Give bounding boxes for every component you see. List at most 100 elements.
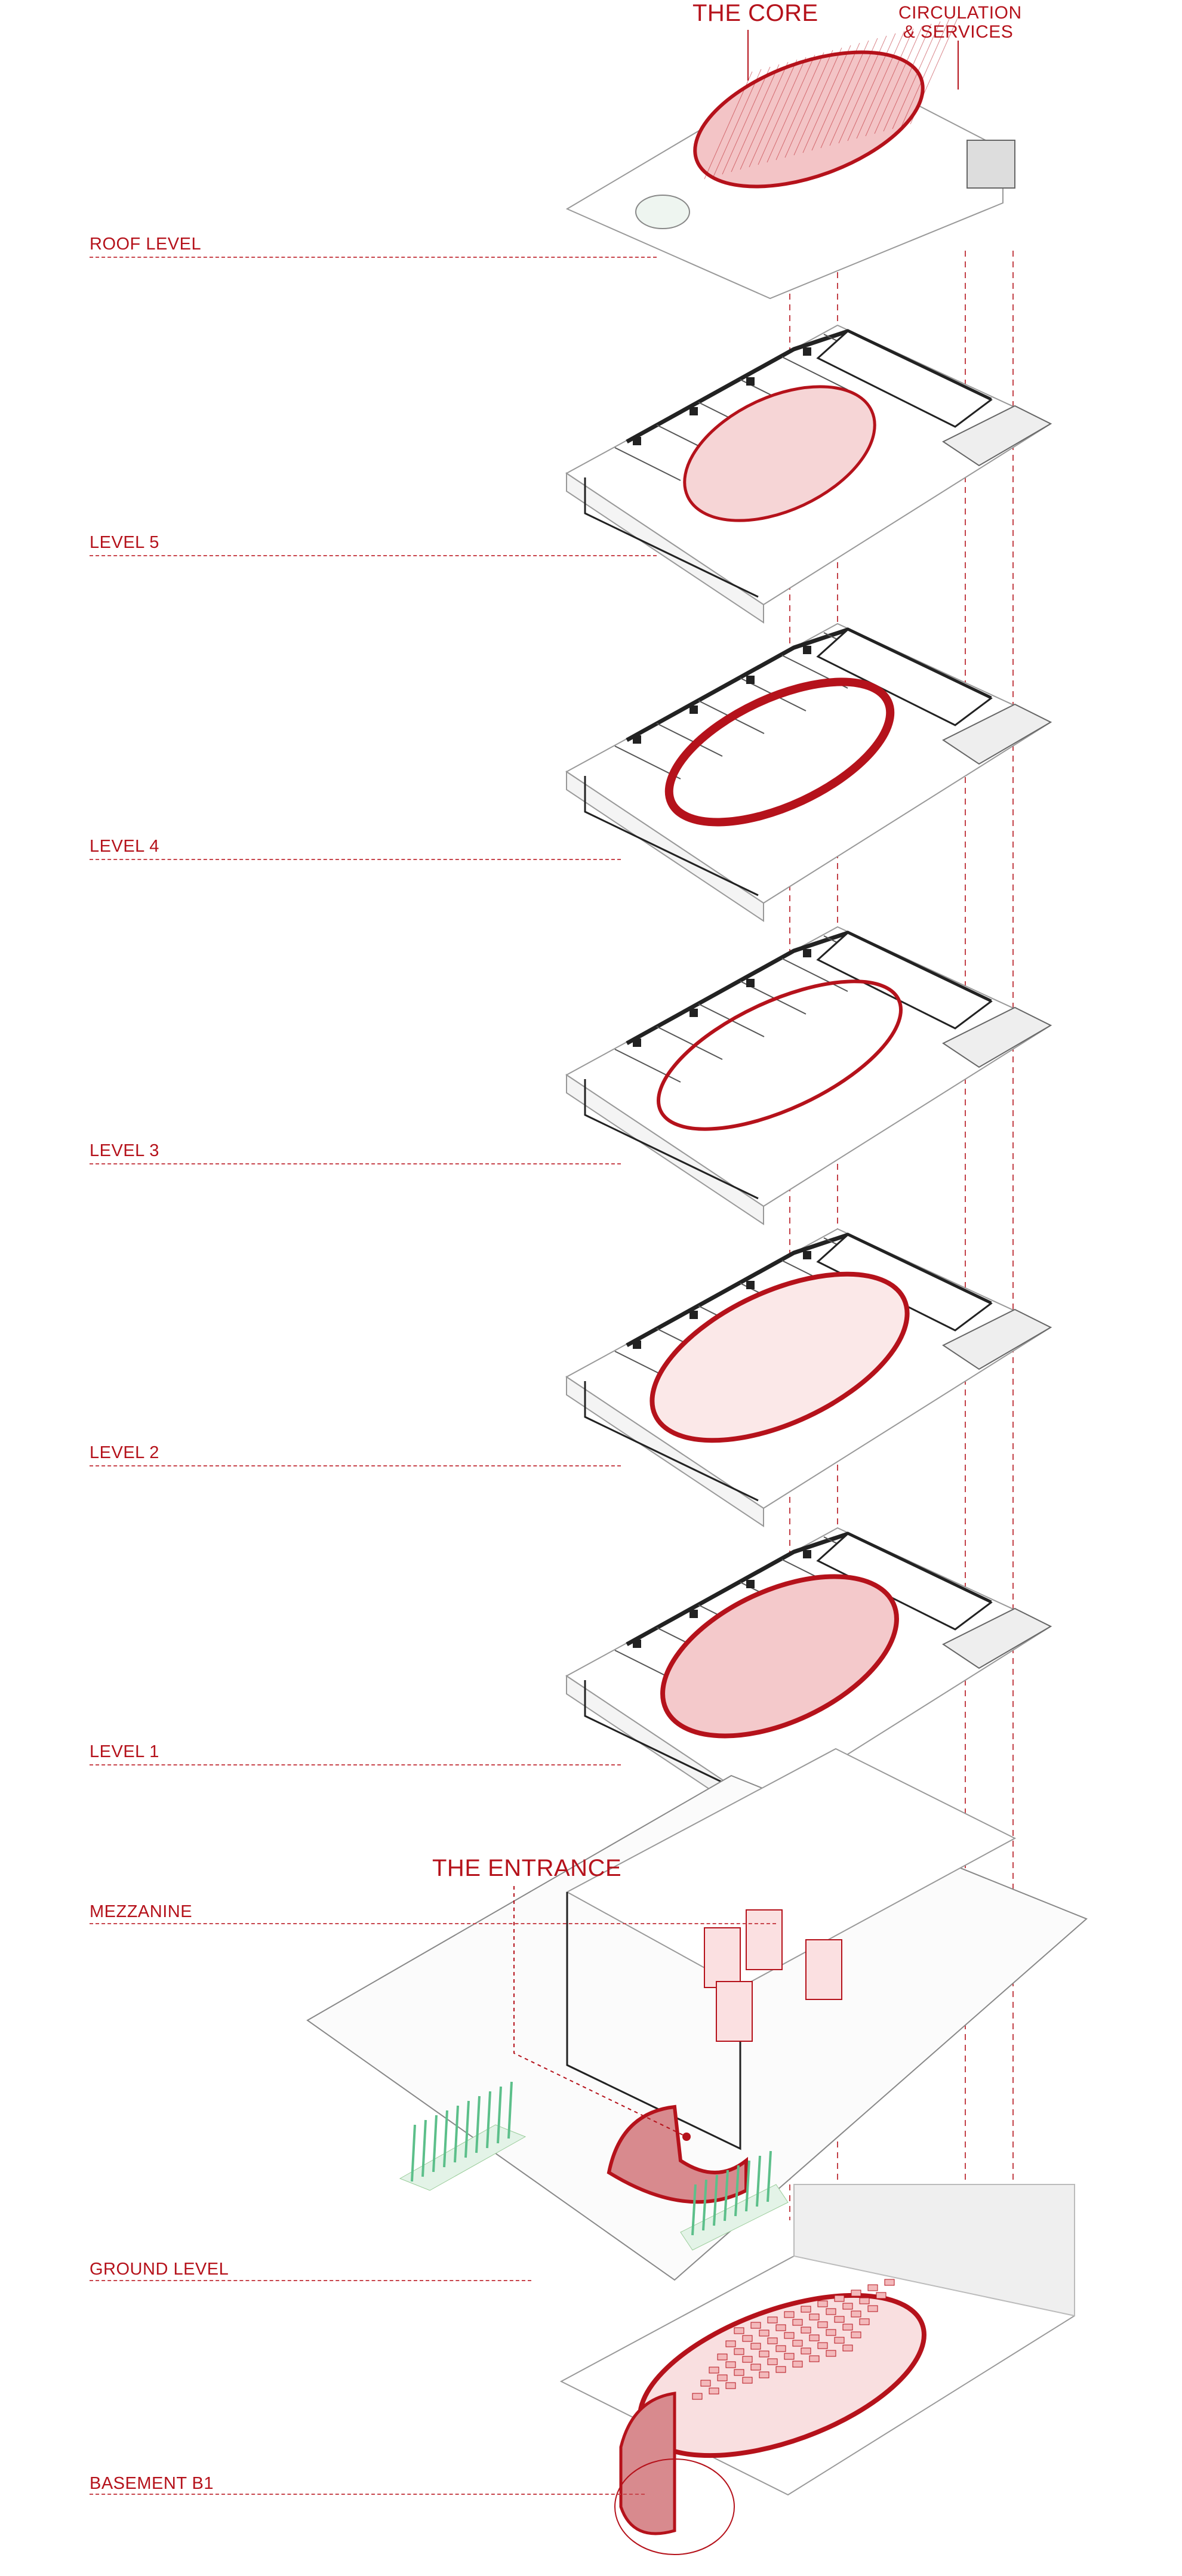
- seat-2-5: [792, 2340, 803, 2347]
- stair-3: [942, 1308, 1052, 1370]
- column-2-0: [633, 1039, 641, 1047]
- column-0-3: [803, 347, 811, 356]
- column-1-0: [633, 735, 641, 744]
- level-label-roof: ROOF LEVEL: [90, 235, 202, 254]
- level-label-4: LEVEL 4: [90, 837, 159, 856]
- column-1-3: [803, 646, 811, 654]
- seat-0-3: [742, 2377, 753, 2384]
- seat-5-7: [851, 2290, 861, 2297]
- seat-5-4: [801, 2306, 811, 2313]
- canopy-slat-8: [775, 52, 824, 161]
- seat-4-1: [742, 2335, 753, 2342]
- bamboo-b-7: [767, 2150, 772, 2202]
- leader-3: [90, 1163, 621, 1164]
- canopy-slat-13: [820, 40, 869, 149]
- stair-1: [942, 703, 1052, 765]
- canopy-slat-19: [874, 26, 923, 134]
- mezzanine-slab: [565, 1748, 1017, 1989]
- column-0-2: [746, 377, 755, 386]
- core-element-0: [683, 385, 876, 522]
- canopy-slat-17: [856, 30, 905, 139]
- basement-drum: [614, 2458, 735, 2555]
- seat-4-6: [826, 2308, 836, 2315]
- level-label-ground: GROUND LEVEL: [90, 2260, 229, 2279]
- partition-2-1: [656, 1026, 723, 1060]
- facade-wall-2: [584, 1079, 759, 1200]
- canopy-slat-1: [713, 69, 762, 177]
- canopy-slat-18: [865, 28, 914, 137]
- seat-2-6: [809, 2334, 820, 2341]
- entrance-leader-line: [513, 1886, 687, 2137]
- leader-roof: [90, 257, 657, 258]
- core-element-4: [660, 1574, 899, 1739]
- bamboo-b-5: [745, 2160, 750, 2212]
- bamboo-9: [507, 2081, 513, 2139]
- seat-2-4: [775, 2345, 786, 2352]
- leader-4: [90, 859, 621, 860]
- canopy-slat-0: [704, 71, 753, 180]
- seat-1-0: [700, 2380, 711, 2387]
- column-3-3: [803, 1251, 811, 1259]
- leader-2: [90, 1465, 621, 1466]
- roof-skylight: [635, 195, 690, 229]
- seat-1-8: [834, 2337, 845, 2344]
- level-label-1: LEVEL 1: [90, 1742, 159, 1761]
- column-1-1: [690, 705, 698, 714]
- bamboo-b-2: [713, 2174, 718, 2226]
- canopy-slat-14: [829, 38, 878, 146]
- bamboo-1: [421, 2119, 427, 2177]
- seat-2-9: [859, 2318, 870, 2325]
- bamboo-b-4: [734, 2165, 740, 2217]
- seat-3-1: [734, 2348, 744, 2355]
- seat-3-3: [767, 2337, 778, 2344]
- core-element-1: [664, 677, 895, 827]
- column-1-2: [746, 676, 755, 684]
- column-4-3: [803, 1550, 811, 1558]
- leader-mezzanine: [90, 1923, 776, 1924]
- leader-1: [90, 1764, 621, 1765]
- leader-basement: [90, 2494, 645, 2495]
- seat-3-4: [784, 2332, 795, 2339]
- basement-services-block: [793, 2184, 1075, 2317]
- column-4-2: [746, 1580, 755, 1588]
- seat-5-9: [884, 2279, 895, 2286]
- seat-3-7: [834, 2316, 845, 2323]
- seat-1-1: [717, 2374, 728, 2381]
- canopy-slat-6: [758, 57, 807, 165]
- seat-3-0: [717, 2353, 728, 2361]
- column-2-2: [746, 979, 755, 987]
- seat-1-3: [750, 2364, 761, 2371]
- canopy-slat-2: [722, 66, 771, 175]
- hanging-panel-1: [746, 1909, 783, 1970]
- seat-3-2: [750, 2343, 761, 2350]
- seat-4-4: [792, 2319, 803, 2326]
- leader-5: [90, 555, 657, 556]
- level-label-mezzanine: MEZZANINE: [90, 1902, 193, 1921]
- seat-2-0: [709, 2367, 719, 2374]
- seat-5-8: [867, 2284, 878, 2291]
- seat-2-3: [759, 2350, 769, 2358]
- stair-4: [942, 1607, 1052, 1669]
- seat-4-5: [809, 2313, 820, 2321]
- seat-0-9: [842, 2344, 853, 2352]
- seat-5-2: [767, 2316, 778, 2324]
- level-label-3: LEVEL 3: [90, 1141, 159, 1160]
- canopy-slat-7: [767, 54, 815, 163]
- hanging-panel-3: [805, 1939, 842, 2000]
- bamboo-3: [443, 2110, 448, 2168]
- entrance-annotation: THE ENTRANCE: [432, 1855, 622, 1881]
- slab-edge-3: [566, 1376, 764, 1527]
- seat-3-5: [801, 2327, 811, 2334]
- core-annotation: THE CORE: [692, 0, 818, 26]
- roof-stair: [966, 140, 1015, 189]
- slab-edge-0: [566, 472, 764, 624]
- canopy-slat-11: [802, 45, 851, 153]
- bamboo-8: [497, 2086, 502, 2144]
- facade-wall-3: [584, 1381, 759, 1502]
- column-0-1: [690, 407, 698, 415]
- canopy-slat-12: [811, 42, 860, 151]
- column-2-1: [690, 1009, 698, 1017]
- bamboo-b-6: [756, 2155, 761, 2207]
- seat-0-6: [792, 2361, 803, 2368]
